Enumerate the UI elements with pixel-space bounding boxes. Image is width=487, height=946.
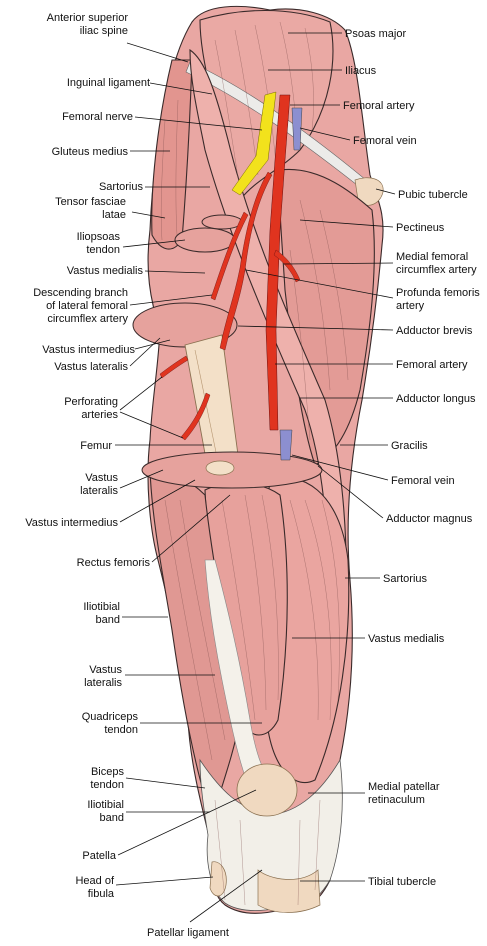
label-tibial-tubercle: Tibial tubercle <box>368 876 436 888</box>
leader-perf-2 <box>119 411 184 439</box>
label-adductor-magnus: Adductor magnus <box>386 513 473 525</box>
label-pubic-tubercle: Pubic tubercle <box>398 189 468 201</box>
leader-profunda <box>245 269 394 299</box>
label-sartorius-lower: Sartorius <box>383 573 428 585</box>
label-rectus-femoris: Rectus femoris <box>77 557 151 569</box>
label-inguinal-ligament: Inguinal ligament <box>67 77 150 89</box>
label-femoral-vein-lower: Femoral vein <box>391 475 455 487</box>
leader-desc-branch <box>129 294 213 306</box>
label-femoral-artery-upper: Femoral artery <box>343 100 415 112</box>
leader-lines <box>115 32 396 923</box>
leader-perf-1 <box>119 376 163 411</box>
label-psoas-major: Psoas major <box>345 28 406 40</box>
label-vastus-intermedius-cross: Vastus intermedius <box>25 517 118 529</box>
label-femur: Femur <box>80 440 112 452</box>
sartorius-cut <box>201 214 243 230</box>
label-femoral-nerve: Femoral nerve <box>62 111 133 123</box>
leader-asis <box>126 42 189 63</box>
label-vastus-medialis-upper: Vastus medialis <box>67 265 144 277</box>
label-sartorius-upper: Sartorius <box>99 181 144 193</box>
leader-add-magnus <box>317 465 384 519</box>
femoral-nerve-vessel <box>231 91 277 196</box>
leader-add-brevis <box>237 325 394 331</box>
leader-mfc <box>283 262 394 265</box>
label-gracilis: Gracilis <box>391 440 428 452</box>
vastus-lateralis-muscle <box>149 469 241 822</box>
label-vastus-lateralis-upper: Vastus lateralis <box>54 361 128 373</box>
leader-fv-lower <box>291 454 389 481</box>
femoral-vein-lower-vessel <box>279 429 293 461</box>
label-pectineus: Pectineus <box>396 222 445 234</box>
leader-patellar-ligament <box>189 869 263 923</box>
patella-bone <box>236 763 298 817</box>
label-adductor-longus: Adductor longus <box>396 393 476 405</box>
medial-circumflex-vessel <box>273 249 301 283</box>
leader-pectineus <box>299 219 394 228</box>
leader-femoral-vein-upper <box>299 127 351 141</box>
leader-vm-upper <box>144 270 206 274</box>
label-gluteus-medius: Gluteus medius <box>52 146 129 158</box>
label-patella: Patella <box>82 850 117 862</box>
leader-fibula-head <box>115 876 214 886</box>
leader-pubic <box>375 188 396 195</box>
perforating-vessel-upper <box>159 355 189 379</box>
leader-tfl <box>131 211 166 219</box>
label-femoral-vein-upper: Femoral vein <box>353 135 417 147</box>
femur-shaft-line <box>194 349 219 463</box>
leader-inguinal <box>149 82 213 95</box>
label-femoral-artery-lower: Femoral artery <box>396 359 468 371</box>
descending-branch-vessel <box>210 211 249 301</box>
leader-patella <box>117 789 257 856</box>
muscle-fibres <box>160 21 349 906</box>
femoral-artery-vessel <box>265 94 291 431</box>
leader-vl-upper <box>129 337 161 367</box>
leader-biceps-tendon <box>125 777 206 789</box>
leader-rf <box>151 494 231 563</box>
femoral-vein-vessel <box>291 107 303 151</box>
thigh-illustration <box>132 5 384 914</box>
label-vastus-medialis-lower: Vastus medialis <box>368 633 445 645</box>
leader-vi-cross <box>119 479 196 523</box>
leader-femoral-nerve <box>134 116 263 131</box>
lower-cross-femur <box>205 460 235 476</box>
label-adductor-brevis: Adductor brevis <box>396 325 473 337</box>
leader-vl-cross <box>119 469 164 489</box>
label-iliacus: Iliacus <box>345 65 377 77</box>
label-patellar-ligament: Patellar ligament <box>147 927 229 939</box>
label-vastus-intermedius-upper: Vastus intermedius <box>42 344 135 356</box>
gluteus-medius-muscle <box>151 59 193 250</box>
profunda-femoris-vessel <box>219 171 273 351</box>
leader-iliopsoas <box>122 239 186 248</box>
